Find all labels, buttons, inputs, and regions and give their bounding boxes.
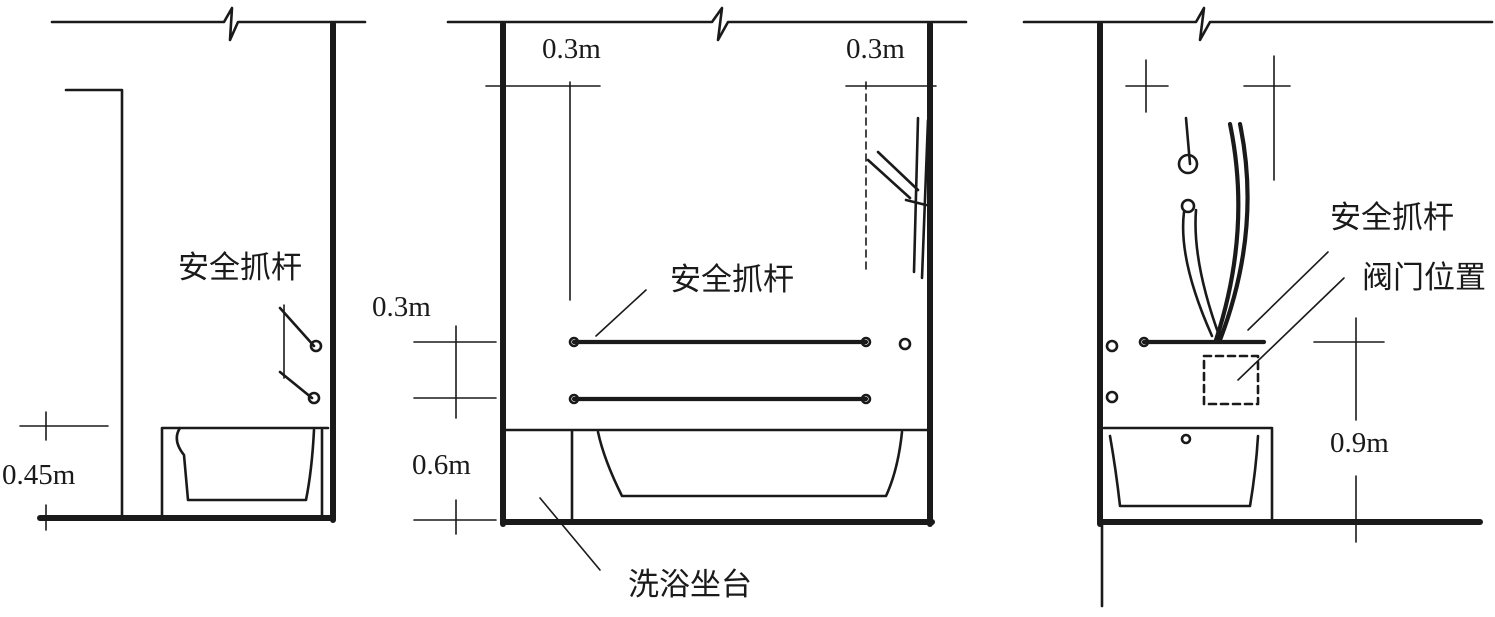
grab-bar-lower-end [568, 393, 580, 405]
label-grab-bar-right: 安全抓杆 [1330, 200, 1454, 236]
wall-knob-lower [1105, 390, 1119, 404]
grab-bar-right-end [1138, 336, 1150, 348]
ceiling-line-middle [446, 6, 968, 42]
dimension-03-side: 0.3m [372, 291, 431, 323]
niche-outline [64, 88, 124, 520]
dimension-03-left: 0.3m [542, 33, 601, 65]
grab-bar-side-upper [278, 306, 316, 348]
shower-chain [1181, 116, 1222, 340]
label-valve-position: 阀门位置 [1362, 260, 1486, 296]
label-grab-bar-middle: 安全抓杆 [670, 262, 794, 298]
shower-ring-upper [1177, 153, 1199, 175]
bath-seat [503, 428, 930, 522]
right-panel-side-view [1022, 6, 1494, 608]
ceiling-line-left [50, 6, 367, 42]
bathtub-right [1102, 426, 1274, 522]
wall-knob-upper [1105, 339, 1119, 353]
grab-bar-mount-lower [307, 391, 321, 405]
dimension-03-right: 0.3m [846, 33, 905, 65]
middle-panel-front-view [413, 6, 968, 571]
seat-leader [539, 497, 601, 571]
valve-box [1202, 354, 1260, 406]
wall-fixture-knob [898, 337, 912, 351]
shower-hand-unit [866, 116, 930, 280]
grab-bar-upper-end [568, 336, 580, 348]
grab-bar-side-lower [278, 370, 314, 400]
grab-bar-leader-middle [595, 289, 647, 337]
ceiling-line-right [1022, 6, 1494, 42]
shower-ring-lower [1180, 198, 1196, 214]
dimension-06: 0.6m [412, 449, 471, 481]
bathtub-middle [596, 430, 904, 498]
shower-hose [1213, 121, 1250, 343]
grab-bar-mount-upper [309, 339, 323, 353]
valve-leader [1237, 277, 1345, 381]
label-grab-bar-left: 安全抓杆 [178, 250, 302, 286]
grab-bar-leader-right [1247, 251, 1329, 331]
bathtub-left [160, 426, 330, 520]
grab-bar-lower-end-r [860, 393, 872, 405]
grab-bar-upper-end-r [860, 336, 872, 348]
label-bath-seat: 洗浴坐台 [628, 567, 752, 603]
dimension-045: 0.45m [2, 459, 76, 491]
dimension-09: 0.9m [1330, 427, 1389, 459]
drain-right [1180, 433, 1192, 445]
left-panel-side-view [19, 6, 367, 531]
